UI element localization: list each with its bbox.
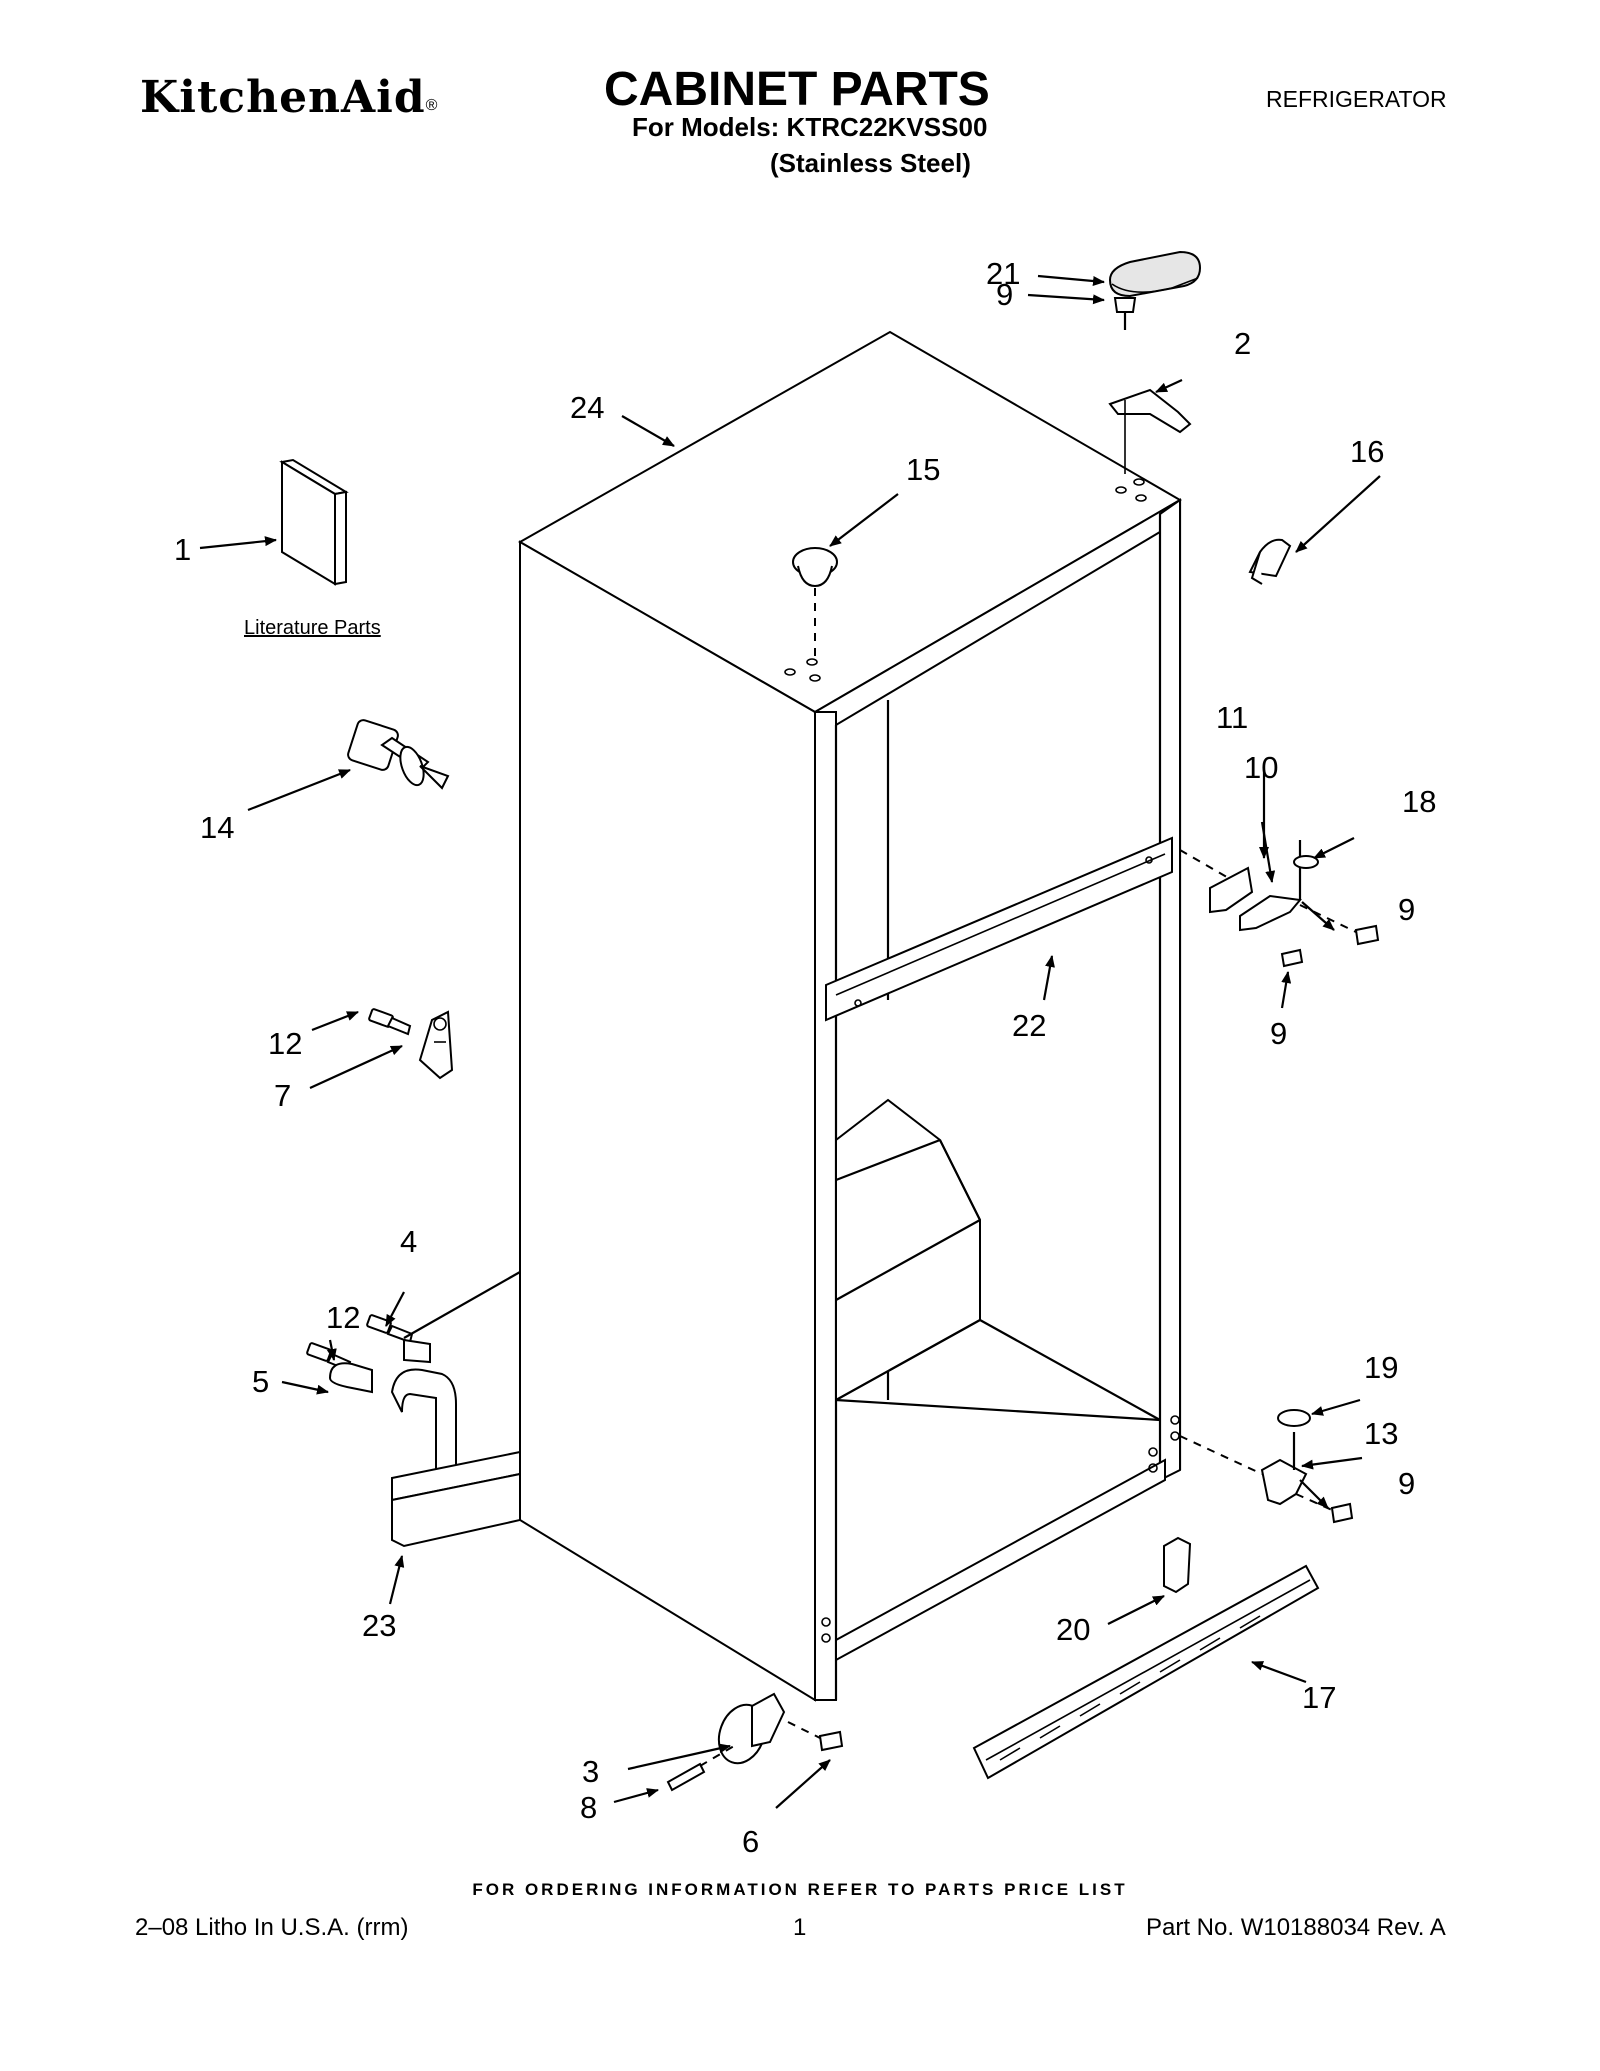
callout-9-top: 9 <box>996 277 1013 312</box>
models-line: For Models: KTRC22KVSS00 <box>632 112 988 142</box>
brand-registered-mark: ® <box>425 97 439 114</box>
product-category: REFRIGERATOR <box>1266 86 1447 112</box>
callout-2: 2 <box>1234 326 1251 361</box>
callout-21: 21 <box>986 256 1020 291</box>
leader-lines <box>199 274 1381 1809</box>
callout-17: 17 <box>1302 1680 1336 1715</box>
callout-18: 18 <box>1402 784 1436 819</box>
callout-23: 23 <box>362 1608 396 1643</box>
ordering-note: FOR ORDERING INFORMATION REFER TO PARTS … <box>472 1880 1128 1899</box>
callout-12-lower: 12 <box>326 1300 360 1335</box>
cabinet-shell <box>517 330 1182 1702</box>
hinge-pin-part <box>347 719 450 790</box>
callout-7: 7 <box>274 1078 291 1113</box>
brand-logo: KitchenAid® <box>140 72 438 123</box>
callout-16: 16 <box>1350 434 1384 469</box>
roller-assembly <box>666 1692 844 1792</box>
grille-and-clip <box>972 1536 1320 1780</box>
callout-10: 10 <box>1244 750 1278 785</box>
callout-labels: 1 Literature Parts 2 3 4 5 6 7 8 9 9 9 9… <box>174 256 1436 1859</box>
bottom-right-hinge-group <box>1179 1409 1354 1524</box>
callout-4: 4 <box>400 1224 417 1259</box>
literature-parts-label: Literature Parts <box>244 617 381 639</box>
callout-19: 19 <box>1364 1350 1398 1385</box>
litho-line: 2–08 Litho In U.S.A. (rrm) <box>135 1914 409 1941</box>
callout-13: 13 <box>1364 1416 1398 1451</box>
callout-24: 24 <box>570 390 604 425</box>
callout-20: 20 <box>1056 1612 1090 1647</box>
callout-22: 22 <box>1012 1008 1046 1043</box>
literature-parts <box>279 458 349 586</box>
callout-11: 11 <box>1216 700 1248 735</box>
page-title: CABINET PARTS <box>604 63 990 116</box>
hinge-cover-part <box>1248 538 1292 585</box>
screw-and-clip-upper-left <box>368 1008 454 1080</box>
lower-left-hinge-group <box>306 1271 521 1548</box>
callout-9-center-bottom: 9 <box>1270 1016 1287 1051</box>
callout-9-center-right: 9 <box>1398 892 1415 927</box>
callout-14: 14 <box>200 810 234 845</box>
callout-1: 1 <box>174 532 191 567</box>
callout-15: 15 <box>906 452 940 487</box>
brand-name: KitchenAid <box>140 72 426 123</box>
callout-6: 6 <box>742 1824 759 1859</box>
callout-3: 3 <box>582 1754 599 1789</box>
top-hinge-group <box>1108 250 1202 474</box>
callout-5: 5 <box>252 1364 269 1399</box>
center-hinge-group <box>1179 840 1380 968</box>
finish-line: (Stainless Steel) <box>770 148 971 178</box>
callout-12-upper: 12 <box>268 1026 302 1061</box>
callout-8: 8 <box>580 1790 597 1825</box>
callout-9-bottom: 9 <box>1398 1466 1415 1501</box>
cabinet-plug-part <box>792 547 838 660</box>
part-number: Part No. W10188034 Rev. A <box>1146 1914 1446 1941</box>
page-number: 1 <box>793 1914 807 1941</box>
